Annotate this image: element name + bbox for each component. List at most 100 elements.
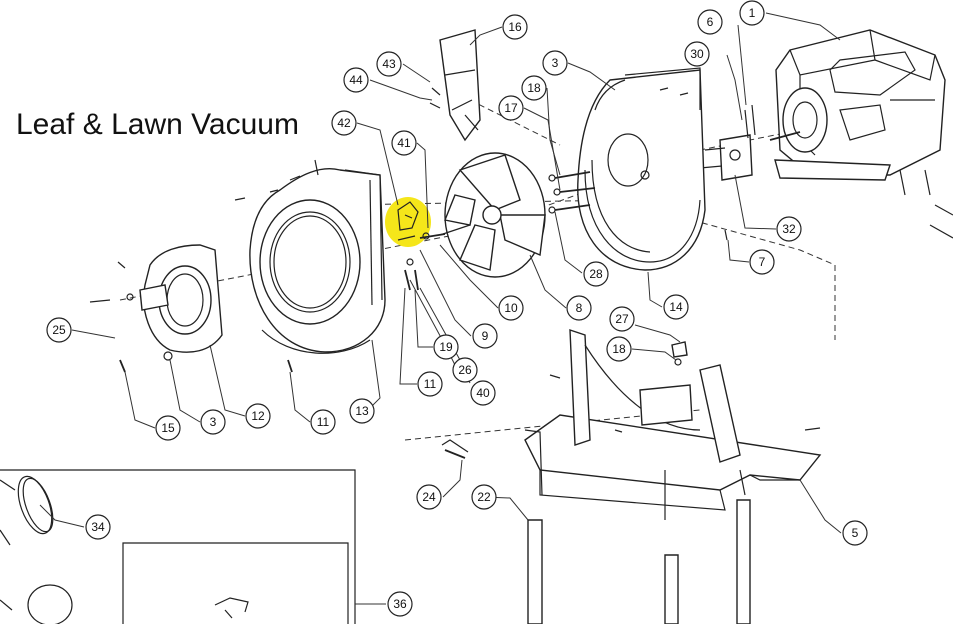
callout-circle xyxy=(472,323,498,349)
callout-number: 34 xyxy=(91,520,105,534)
callout-number: 40 xyxy=(476,386,490,400)
callout-circle xyxy=(416,484,442,510)
callout-circle xyxy=(331,110,357,136)
callout-number: 32 xyxy=(782,222,796,236)
callout-c16: 16 xyxy=(502,14,528,40)
callout-number: 41 xyxy=(397,136,411,150)
callout-number: 11 xyxy=(317,415,330,429)
callout-c14: 14 xyxy=(663,294,689,320)
callout-c25: 25 xyxy=(46,317,72,343)
callout-c30: 30 xyxy=(684,41,710,67)
callout-number: 16 xyxy=(508,20,522,34)
callout-number: 12 xyxy=(251,409,265,423)
callout-number: 15 xyxy=(161,421,175,435)
callout-circle xyxy=(310,409,336,435)
callout-circle xyxy=(200,409,226,435)
callout-number: 30 xyxy=(690,47,704,61)
callout-c6: 6 xyxy=(697,9,723,35)
callout-c34: 34 xyxy=(85,514,111,540)
callout-c12: 12 xyxy=(245,403,271,429)
callout-circle xyxy=(471,484,497,510)
callout-circle xyxy=(417,371,443,397)
callout-c43: 43 xyxy=(376,51,402,77)
callout-circle xyxy=(609,306,635,332)
highlighted-part xyxy=(385,197,446,247)
callout-number: 14 xyxy=(669,300,683,314)
inset-detail-box xyxy=(0,469,356,624)
callout-circle xyxy=(387,591,413,617)
callout-circle xyxy=(697,9,723,35)
callout-circle xyxy=(776,216,802,242)
callout-number: 26 xyxy=(458,363,472,377)
callout-c7: 7 xyxy=(749,249,775,275)
housing-hardware xyxy=(119,189,419,373)
callout-circle xyxy=(749,249,775,275)
inlet-plate xyxy=(89,244,223,361)
callout-number: 43 xyxy=(382,57,396,71)
callout-c44: 44 xyxy=(343,67,369,93)
callout-c24: 24 xyxy=(416,484,442,510)
callout-number: 13 xyxy=(355,404,369,418)
callout-circle xyxy=(391,130,417,156)
callout-number: 28 xyxy=(589,267,603,281)
callout-c28: 28 xyxy=(583,261,609,287)
callout-circle xyxy=(566,295,592,321)
callout-c3a: 3 xyxy=(542,50,568,76)
callout-c11b: 11 xyxy=(310,409,336,435)
callout-circle xyxy=(376,51,402,77)
callout-circle xyxy=(349,398,375,424)
callout-circle xyxy=(498,295,524,321)
callout-c10: 10 xyxy=(498,295,524,321)
callout-number: 7 xyxy=(759,255,766,269)
callout-circle xyxy=(245,403,271,429)
callout-number: 11 xyxy=(424,377,437,391)
callout-c3b: 3 xyxy=(200,409,226,435)
callout-circle xyxy=(470,380,496,406)
callout-number: 44 xyxy=(349,73,363,87)
callout-c1: 1 xyxy=(739,0,765,26)
callout-number: 22 xyxy=(477,490,491,504)
callout-number: 36 xyxy=(393,597,407,611)
rear-housing-plate xyxy=(577,67,706,271)
callout-circle xyxy=(155,415,181,441)
callout-circle xyxy=(85,514,111,540)
callout-number: 1 xyxy=(749,6,756,20)
callout-number: 5 xyxy=(852,526,859,540)
discharge-chute xyxy=(429,29,481,142)
callout-circle xyxy=(521,75,547,101)
callout-c19: 19 xyxy=(433,334,459,360)
callout-circle xyxy=(343,67,369,93)
callout-c5: 5 xyxy=(842,520,868,546)
callout-number: 6 xyxy=(707,15,714,29)
callout-number: 3 xyxy=(210,415,217,429)
callout-c42: 42 xyxy=(331,110,357,136)
callout-c41: 41 xyxy=(391,130,417,156)
callout-number: 3 xyxy=(552,56,559,70)
callout-circle xyxy=(502,14,528,40)
callout-circle xyxy=(542,50,568,76)
front-housing xyxy=(249,159,386,354)
callout-circle xyxy=(583,261,609,287)
callout-circle xyxy=(663,294,689,320)
callout-circle xyxy=(433,334,459,360)
callout-number: 8 xyxy=(576,301,583,315)
callout-circle xyxy=(739,0,765,26)
callout-c27: 27 xyxy=(609,306,635,332)
callout-number: 42 xyxy=(337,116,351,130)
impeller-fan xyxy=(439,152,546,278)
callout-c11a: 11 xyxy=(417,371,443,397)
diagram-title: Leaf & Lawn Vacuum xyxy=(16,108,299,141)
callout-circle xyxy=(452,357,478,383)
callout-number: 18 xyxy=(527,81,541,95)
stand-legs xyxy=(527,499,751,624)
callout-circle xyxy=(498,95,524,121)
callout-number: 19 xyxy=(439,340,453,354)
callout-number: 9 xyxy=(482,329,489,343)
callout-circle xyxy=(842,520,868,546)
callout-c8: 8 xyxy=(566,295,592,321)
callout-c40: 40 xyxy=(470,380,496,406)
engine-part xyxy=(769,29,953,239)
callout-c13: 13 xyxy=(349,398,375,424)
